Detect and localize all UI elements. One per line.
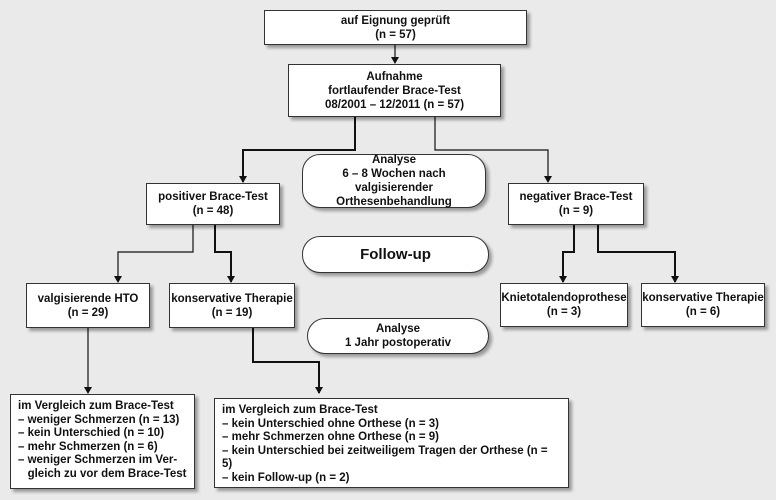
list-item: – mehr Schmerzen (n = 6) — [18, 440, 158, 453]
hto-title: valgisierende HTO — [37, 292, 139, 305]
arrowhead — [227, 276, 235, 283]
arrowhead — [84, 387, 92, 394]
analysis-1-year-pill: Analyse 1 Jahr postoperativ — [307, 318, 489, 354]
arrowhead — [671, 276, 679, 283]
admission-box: Aufnahme fortlaufender Brace-Test 08/200… — [288, 64, 501, 117]
eligible-count: (n = 57) — [375, 28, 416, 41]
hto-box: valgisierende HTO (n = 29) — [26, 283, 150, 328]
arrowhead — [544, 176, 552, 183]
arrowhead — [391, 57, 399, 64]
connector-admission-negative — [434, 117, 549, 182]
analysis1-title: Analyse — [371, 154, 417, 166]
eligible-box: auf Eignung geprüft (n = 57) — [264, 10, 527, 45]
negative-brace-test-box: negativer Brace-Test (n = 9) — [508, 183, 644, 225]
list-item: – weniger Schmerzen im Ver- — [18, 454, 178, 466]
conservative-negative-title: konservative Therapie — [642, 292, 764, 304]
positive-count: (n = 48) — [192, 205, 234, 217]
analysis-6-8-weeks-pill: Analyse 6 – 8 Wochen nach valgisierender… — [302, 154, 486, 208]
follow-up-pill: Follow-up — [302, 236, 489, 273]
list-item: – weniger Schmerzen (n = 13) — [18, 413, 180, 426]
analysis1-line3: Orthesenbehandlung — [336, 196, 452, 208]
conservative-negative-box: konservative Therapie (n = 6) — [641, 283, 765, 327]
connector-negative-conservative — [597, 225, 676, 282]
list-item: – mehr Schmerzen ohne Orthese (n = 9) — [222, 431, 439, 443]
list-item: – kein Unterschied ohne Orthese (n = 3) — [222, 417, 439, 430]
arrowhead — [239, 176, 247, 183]
admission-subtitle: fortlaufender Brace-Test — [328, 84, 461, 97]
conservative-positive-count: (n = 19) — [211, 306, 253, 319]
hto-count: (n = 29) — [67, 306, 109, 319]
admission-period: 08/2001 – 12/2011 (n = 57) — [324, 98, 465, 111]
list-item: gleich zu vor dem Brace-Test — [18, 467, 187, 480]
tkp-title: Knietotalendoprothese — [501, 292, 627, 304]
connector-positive-conservative — [214, 225, 232, 282]
connector-positive-hto — [117, 225, 194, 282]
follow-up-label: Follow-up — [360, 245, 431, 263]
positive-brace-test-box: positiver Brace-Test (n = 48) — [146, 183, 280, 225]
conservative-negative-count: (n = 6) — [685, 306, 721, 318]
conservative-results-box: im Vergleich zum Brace-Test – kein Unter… — [214, 398, 569, 488]
conservative-results-heading: im Vergleich zum Brace-Test — [222, 404, 378, 416]
positive-title: positiver Brace-Test — [158, 191, 268, 203]
hto-results-box: im Vergleich zum Brace-Test – weniger Sc… — [10, 394, 195, 489]
admission-title: Aufnahme — [366, 70, 423, 83]
negative-count: (n = 9) — [558, 205, 594, 217]
analysis1-line2: 6 – 8 Wochen nach valgisierender — [342, 168, 446, 194]
eligible-title: auf Eignung geprüft — [340, 14, 451, 27]
analysis2-title: Analyse — [375, 323, 421, 335]
connector-admission-positive — [242, 117, 356, 182]
tkp-count: (n = 3) — [546, 306, 582, 318]
list-item: – kein Unterschied (n = 10) — [18, 427, 165, 439]
connector-negative-tkp — [562, 225, 575, 282]
tkp-box: Knietotalendoprothese (n = 3) — [500, 283, 628, 327]
arrowhead — [559, 276, 567, 283]
list-item: – kein Unterschied bei zeitweiligem Trag… — [222, 444, 548, 471]
negative-title: negativer Brace-Test — [519, 191, 633, 203]
connector-conservative-results — [252, 328, 320, 393]
list-item: – kein Follow-up (n = 2) — [222, 471, 350, 484]
hto-results-heading: im Vergleich zum Brace-Test — [18, 400, 174, 412]
arrowhead — [315, 387, 323, 394]
arrowhead — [114, 276, 122, 283]
conservative-positive-box: konservative Therapie (n = 19) — [169, 283, 295, 328]
conservative-positive-title: konservative Therapie — [171, 292, 293, 305]
analysis2-line2: 1 Jahr postoperativ — [344, 337, 452, 349]
